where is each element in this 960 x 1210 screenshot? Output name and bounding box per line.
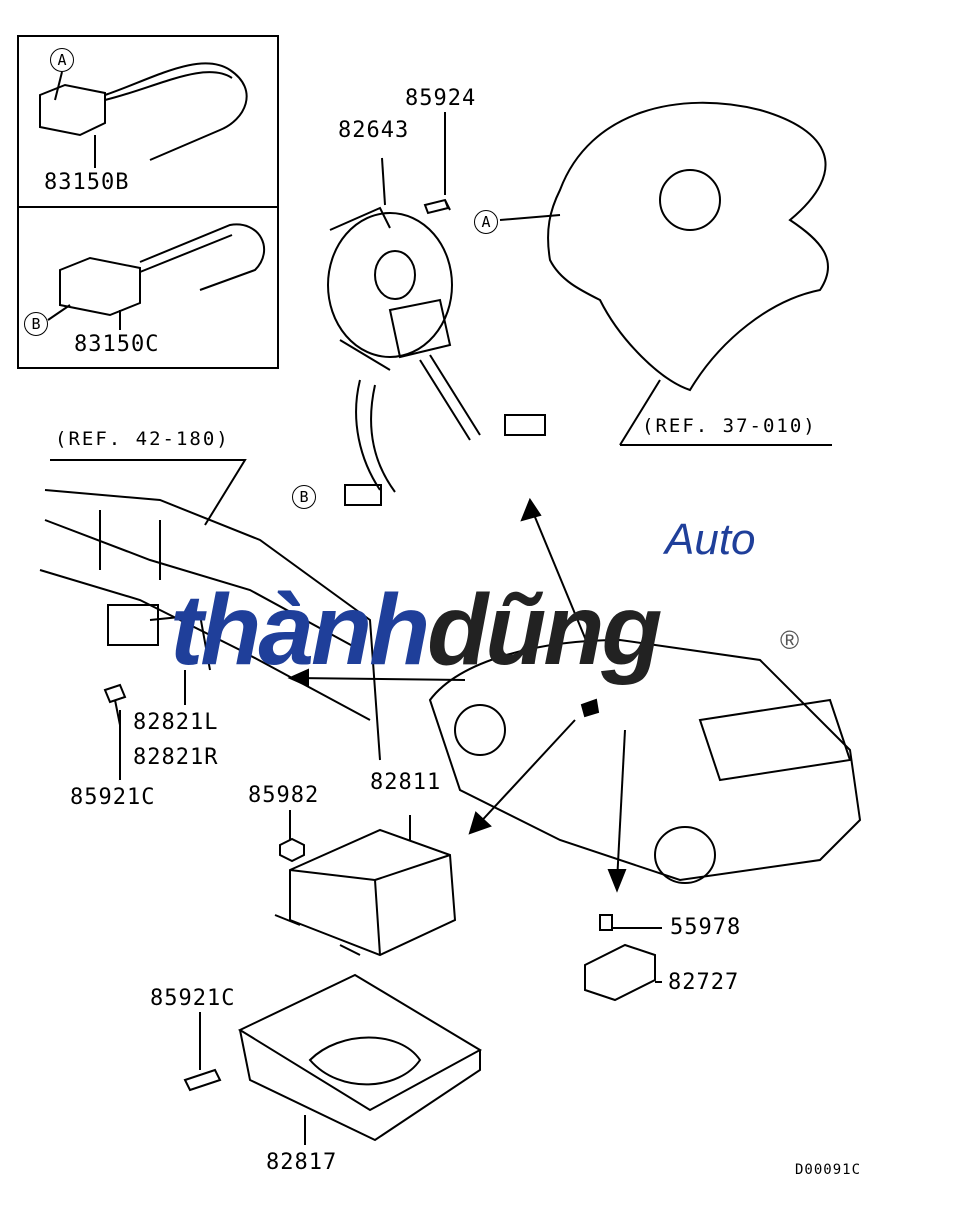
connector-83150c-drawing [47, 223, 266, 330]
part-label-55978: 55978 [670, 915, 742, 940]
srs-unit-drawing [274, 810, 457, 957]
part-label-82821l: 82821L [133, 710, 219, 735]
bolt-85921c-bottom-drawing [183, 1012, 222, 1092]
part-label-82817: 82817 [266, 1150, 338, 1175]
part-label-85982: 85982 [248, 783, 320, 808]
inset-frame [17, 35, 279, 369]
front-sensor-drawing [584, 914, 662, 1002]
watermark-logo-part-2: dũng [427, 574, 662, 686]
part-label-82821r: 82821R [133, 745, 219, 770]
ref-label-37-010: (REF. 37-010) [642, 415, 817, 437]
watermark-registered: ® [780, 625, 800, 655]
screw-85924-drawing [423, 112, 451, 215]
callout-b-inset: B [24, 312, 48, 336]
clock-spring-drawing [327, 157, 546, 506]
watermark-logo-part-1: thành [170, 574, 430, 686]
part-label-82727: 82727 [668, 970, 740, 995]
bolt-85921c-top-drawing [103, 670, 186, 780]
arrows [287, 497, 627, 893]
ref-label-42-180: (REF. 42-180) [55, 428, 230, 450]
part-label-85921c-top: 85921C [70, 785, 156, 810]
connector-83150b-drawing [39, 62, 248, 168]
watermark-logo: thànhdũng [170, 580, 663, 680]
part-label-85924: 85924 [405, 86, 477, 111]
watermark-auto: Auto [665, 515, 756, 564]
diagram-code: D00091C [795, 1162, 862, 1178]
airbag-module-drawing [499, 101, 832, 446]
part-label-85921c-bottom: 85921C [150, 986, 236, 1011]
vehicle-drawing [428, 638, 862, 884]
part-label-83150c: 83150C [74, 332, 160, 357]
callout-a-airbag: A [474, 210, 498, 234]
callout-b-clock-spring: B [292, 485, 316, 509]
bracket-82817-drawing [237, 973, 483, 1145]
part-label-83150b: 83150B [44, 170, 130, 195]
part-label-82643: 82643 [338, 118, 410, 143]
part-label-82811: 82811 [370, 770, 442, 795]
callout-a-inset: A [50, 48, 74, 72]
